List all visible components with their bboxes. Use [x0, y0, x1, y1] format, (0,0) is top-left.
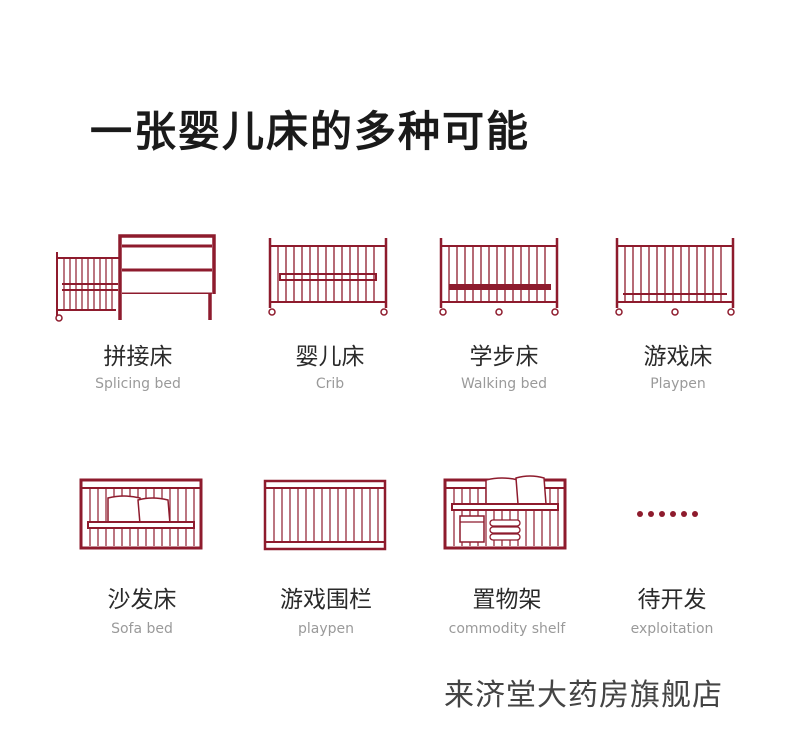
label-shelf: 置物架: [472, 587, 542, 613]
playpen-bed-icon: [615, 238, 735, 316]
playpen-fence-icon: [263, 479, 387, 551]
label-sofa-bed: 沙发床: [107, 587, 177, 613]
label-exploitation-en: exploitation: [630, 621, 714, 637]
label-shelf-en: commodity shelf: [448, 621, 566, 637]
label-splicing-bed: 拼接床: [103, 344, 173, 370]
shelf-icon: [443, 475, 567, 550]
splicing-bed-icon: [55, 234, 216, 322]
ellipsis-icon: [637, 511, 698, 517]
label-playpen-bed-en: Playpen: [650, 376, 706, 392]
label-playpen-bed: 游戏床: [643, 344, 713, 370]
label-crib: 婴儿床: [295, 344, 365, 370]
sofa-bed-icon: [79, 478, 203, 550]
label-playpen-fence-en: playpen: [297, 621, 354, 637]
store-watermark: 来济堂大药房旗舰店: [444, 678, 723, 713]
page-title: 一张婴儿床的多种可能: [90, 107, 531, 156]
label-splicing-bed-en: Splicing bed: [95, 376, 181, 392]
label-walking-bed: 学步床: [469, 344, 539, 370]
label-sofa-bed-en: Sofa bed: [111, 621, 173, 637]
crib-icon: [268, 238, 388, 316]
walking-bed-icon: [439, 238, 559, 316]
label-walking-bed-en: Walking bed: [460, 376, 547, 392]
label-playpen-fence: 游戏围栏: [280, 587, 372, 613]
label-exploitation: 待开发: [637, 587, 707, 613]
label-crib-en: Crib: [315, 376, 345, 392]
